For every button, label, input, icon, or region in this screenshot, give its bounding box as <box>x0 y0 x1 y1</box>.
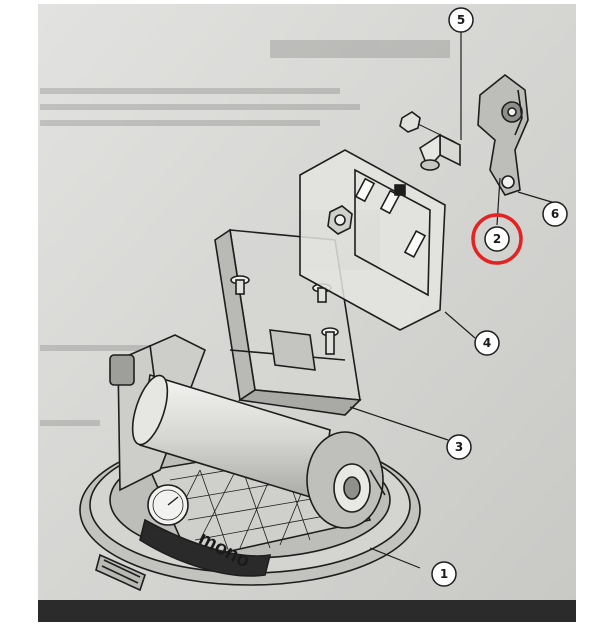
callout-2: 2 <box>484 226 510 252</box>
callout-1: 1 <box>431 561 457 587</box>
bottom-bar <box>38 600 576 622</box>
svg-text:6: 6 <box>551 207 559 221</box>
clip-part <box>477 73 529 196</box>
leader-lines <box>349 32 556 569</box>
pin-part <box>399 111 461 171</box>
back-plate <box>299 149 446 331</box>
svg-text:3: 3 <box>455 440 463 454</box>
svg-text:5: 5 <box>457 13 465 27</box>
roller-lever <box>109 334 386 529</box>
callout-6: 6 <box>542 201 568 227</box>
hex-nut-icon <box>327 205 353 235</box>
small-nut-icon <box>399 111 421 133</box>
callout-5: 5 <box>448 7 474 33</box>
svg-text:1: 1 <box>440 567 448 581</box>
callout-3: 3 <box>446 434 472 460</box>
callout-4: 4 <box>474 330 500 356</box>
highlight-ring <box>471 213 523 265</box>
svg-text:4: 4 <box>483 336 491 350</box>
svg-text:2: 2 <box>493 232 501 246</box>
screw-icon <box>321 327 339 355</box>
screw-icon <box>230 275 250 295</box>
